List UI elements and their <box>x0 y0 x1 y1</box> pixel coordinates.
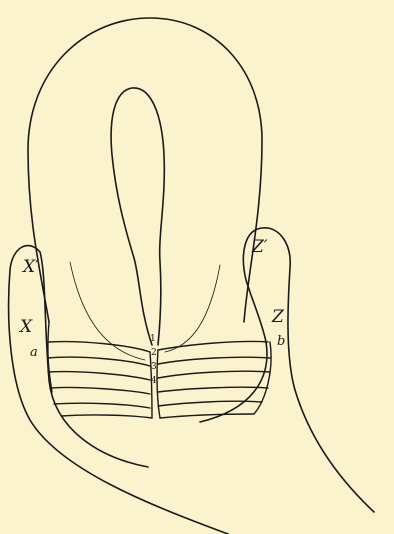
label-x: X <box>18 317 33 337</box>
right-outer-flap <box>200 228 374 512</box>
label-z: Z <box>271 307 285 327</box>
numeral-2: 2 <box>151 348 157 358</box>
label-z-prime: Z′ <box>251 237 268 257</box>
label-a: a <box>30 345 38 360</box>
label-x-prime: X′ <box>21 257 39 277</box>
inner-loop-outline <box>111 88 164 345</box>
numeral-4: 4 <box>151 376 157 386</box>
numeral-3: 3 <box>151 362 157 372</box>
numeral-1: 1 <box>150 334 156 344</box>
label-b: b <box>277 334 285 349</box>
left-guide-line <box>70 262 145 360</box>
left-lobe-bands <box>48 322 152 418</box>
right-lobe-bands <box>157 341 271 418</box>
right-guide-line <box>165 265 220 352</box>
outer-fold-outline <box>28 18 262 322</box>
